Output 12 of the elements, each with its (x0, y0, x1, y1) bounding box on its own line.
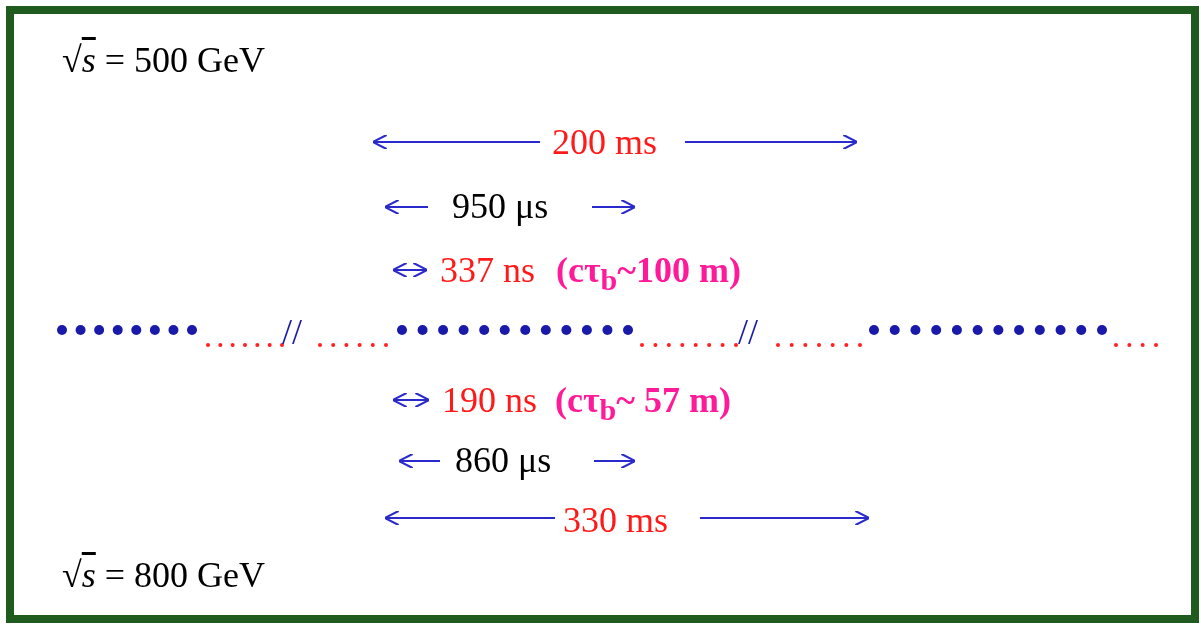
duration-label: 190 ns (442, 380, 537, 420)
energy-formula: √s = 800 GeV (62, 555, 266, 595)
energy-formula: √s = 500 GeV (62, 40, 266, 80)
duration-label: 860 μs (455, 440, 552, 480)
break-mark: // (738, 312, 758, 352)
duration-label: 200 ms (552, 122, 657, 162)
break-mark: // (282, 312, 302, 352)
duration-label: 337 ns (440, 250, 535, 290)
duration-label: 330 ms (563, 500, 668, 540)
decay-length-label: (cτ$_{b}$~ 57 m) (555, 380, 731, 429)
decay-length-label: (cτ$_{b}$~100 m) (556, 250, 741, 299)
duration-label: 950 μs (452, 186, 549, 226)
